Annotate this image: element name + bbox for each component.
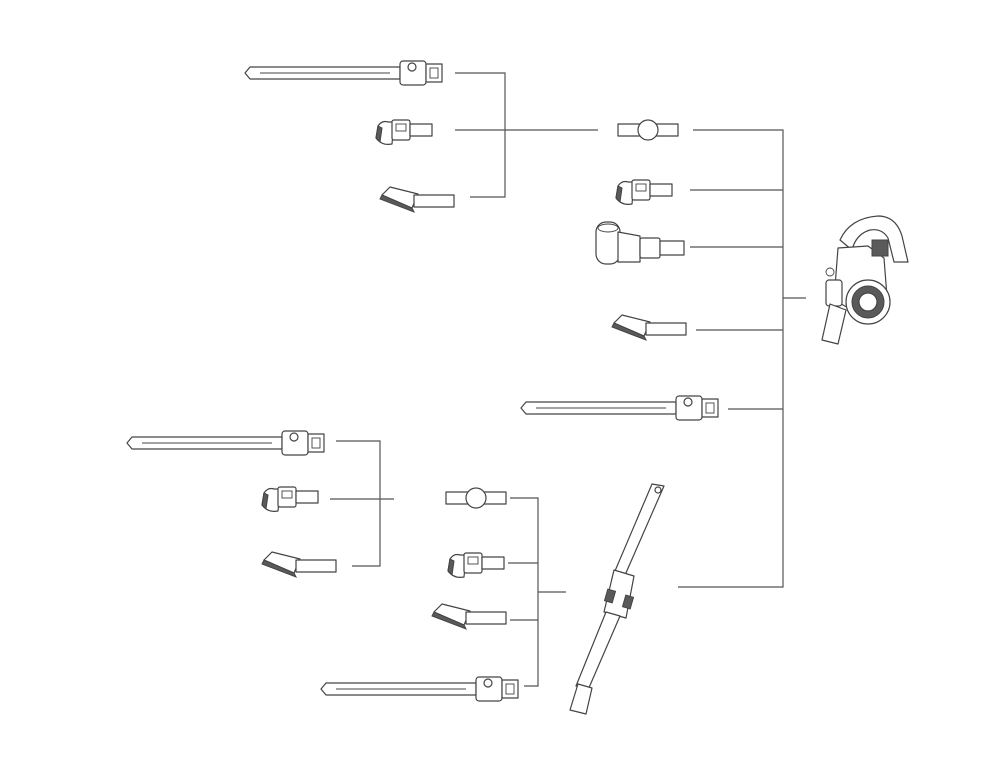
group-extension	[320, 487, 566, 702]
group-handheld	[520, 119, 806, 588]
mini-brush	[615, 179, 673, 205]
adapter-ring	[617, 119, 679, 141]
handheld-vacuum-unit	[821, 215, 909, 345]
electric-mite-brush	[595, 221, 685, 265]
main-bracket-line	[678, 129, 784, 588]
crevice-brush	[431, 603, 507, 630]
mini-brush	[261, 486, 319, 512]
long-crevice-tool	[244, 60, 443, 86]
long-crevice-tool	[126, 430, 325, 456]
crevice-brush	[379, 186, 455, 213]
bracket-line	[510, 497, 539, 687]
group-top-left	[244, 60, 598, 213]
extension-wand	[569, 483, 665, 715]
mini-brush	[375, 119, 433, 145]
long-crevice-tool	[520, 395, 719, 421]
group-left-middle	[126, 430, 394, 578]
long-crevice-tool	[320, 676, 519, 702]
bracket-line	[336, 440, 381, 567]
crevice-brush	[261, 551, 337, 578]
bracket-line	[455, 72, 506, 198]
adapter-ring	[445, 487, 507, 509]
mini-brush	[447, 552, 505, 579]
crevice-brush	[611, 314, 687, 341]
